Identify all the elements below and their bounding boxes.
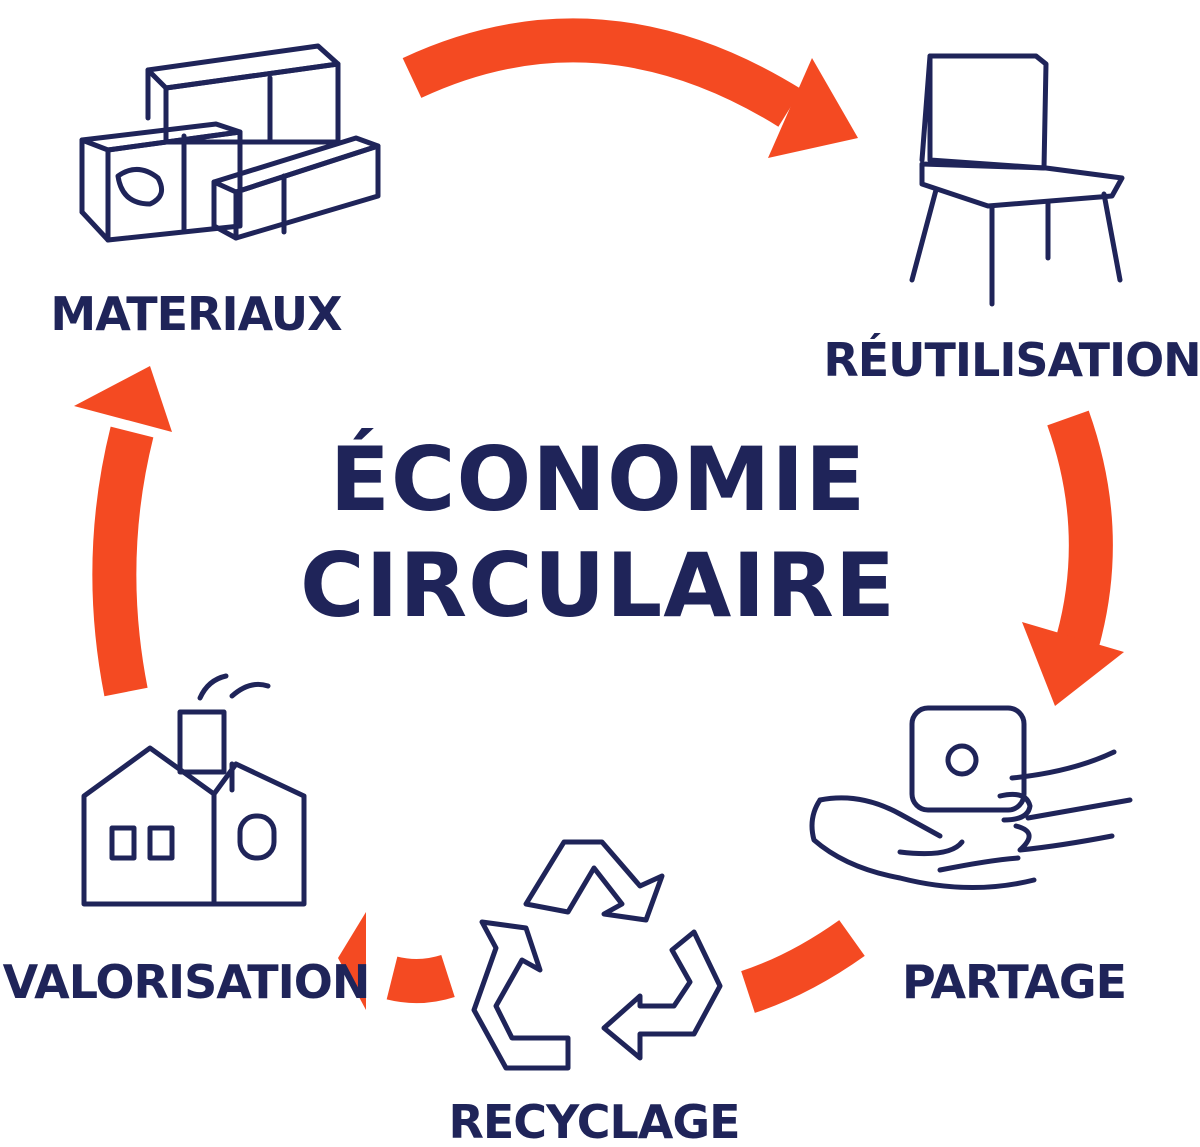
recycling-icon [471,839,723,1071]
arrow-partage-to-recyclage [740,919,865,1013]
arrow-reutilisation-to-partage [1022,410,1124,706]
arrow-valorisation-to-materiaux [74,366,172,697]
center-title: ÉCONOMIE CIRCULAIRE [300,428,896,637]
stage-label-reutilisation: RÉUTILISATION [823,333,1200,387]
hand-sharing-icon [809,705,1133,890]
boxes-icon [79,43,381,243]
chair-icon [909,53,1125,307]
stage-label-partage: PARTAGE [902,955,1126,1009]
factory-icon [81,673,307,907]
stage-label-valorisation: VALORISATION [3,955,370,1009]
cycle-arrows [74,18,1124,1013]
arrow-recyclage-to-valorisation [338,912,455,1010]
title-line-1: ÉCONOMIE [330,428,866,531]
arrow-materiaux-to-reutilisation [402,18,858,158]
stage-label-materiaux: MATERIAUX [50,287,342,341]
title-line-2: CIRCULAIRE [300,534,896,637]
stage-label-recyclage: RECYCLAGE [448,1095,739,1147]
